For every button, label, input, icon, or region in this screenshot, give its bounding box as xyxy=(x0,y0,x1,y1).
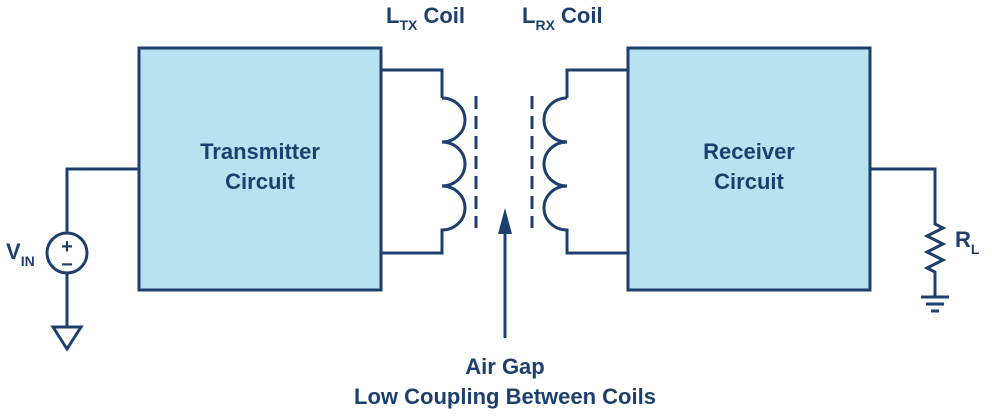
ground-triangle-icon xyxy=(50,325,84,352)
source-plus: + xyxy=(61,236,73,258)
receiver-label-line1: Receiver xyxy=(703,139,795,164)
source-minus: − xyxy=(61,254,73,276)
air-gap-label-line2: Low Coupling Between Coils xyxy=(354,384,656,409)
transmitter-block xyxy=(137,46,383,292)
tx-coil xyxy=(381,96,467,255)
transmitter-label-line1: Transmitter xyxy=(200,139,320,164)
rx-coil-label: LRX Coil xyxy=(522,3,603,33)
source-top-wire xyxy=(65,167,139,233)
tx-coil-label: LTX Coil xyxy=(386,3,465,33)
air-gap-label-line1: Air Gap xyxy=(465,354,544,379)
air-gap-arrowhead xyxy=(498,208,512,234)
rx-coil xyxy=(542,96,628,255)
receiver-block xyxy=(626,46,872,292)
rx-top-wire xyxy=(565,68,628,98)
receiver-label-line2: Circuit xyxy=(714,169,784,194)
load-resistor-icon xyxy=(870,167,947,297)
load-label: RL xyxy=(955,227,980,257)
vin-label: VIN xyxy=(6,239,35,269)
tx-top-wire xyxy=(381,68,444,98)
transmitter-label-line2: Circuit xyxy=(225,169,295,194)
